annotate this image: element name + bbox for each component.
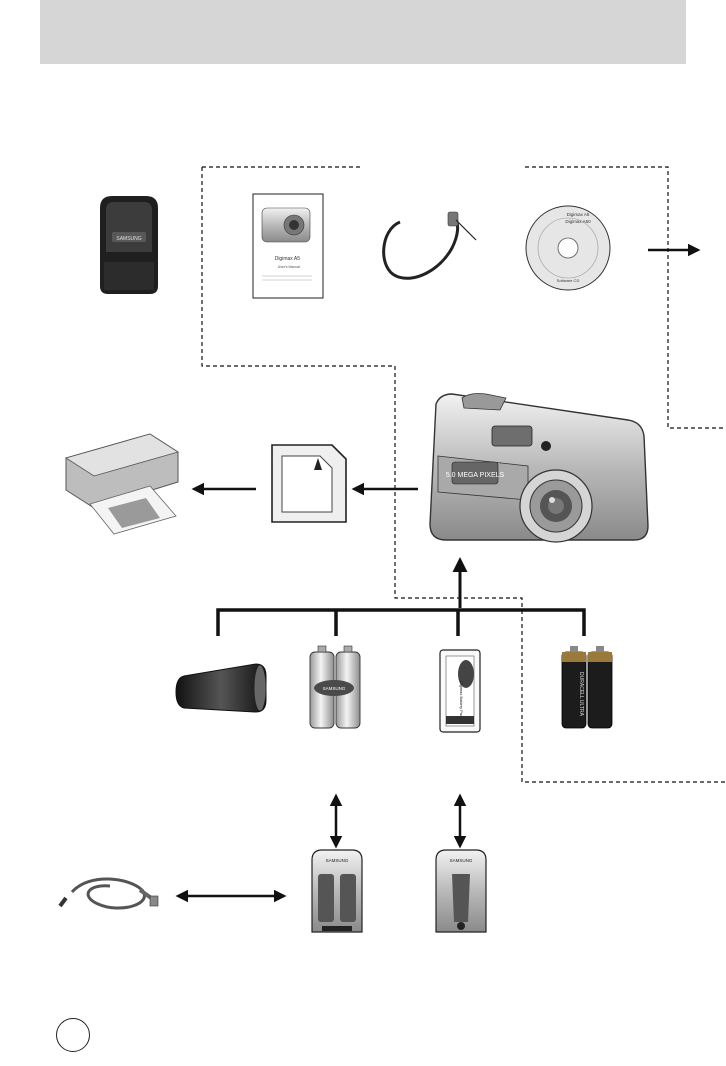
dashed-group-box-top [201, 166, 726, 783]
digital-camera: 5.0 MEGA PIXELS [429, 393, 649, 543]
user-manual: Digimax A5 User's Manual [252, 193, 324, 299]
cd-model-2: Digimax A50 [565, 219, 591, 224]
printer [65, 433, 179, 535]
battery-lithium [175, 663, 267, 713]
power-cord [58, 877, 159, 910]
duracell-label: DURACELL ULTRA [578, 672, 584, 717]
camera-case: SAMSUNG [100, 196, 158, 294]
battery-aa-silver: SAMSUNG [309, 645, 361, 729]
page-number-circle [56, 1018, 90, 1052]
header-bar [40, 0, 686, 64]
battery-pack-label: Digimax Battery Pack [459, 681, 464, 719]
cd-model-1: Digimax A5 [567, 212, 590, 217]
charger-pack: SAMSUNG [435, 849, 487, 933]
charger-2-brand: SAMSUNG [450, 858, 473, 863]
battery-duracell: DURACELL ULTRA [561, 646, 613, 729]
charger-1-brand: SAMSUNG [326, 858, 349, 863]
manual-model-label: Digimax A5 [275, 256, 301, 262]
battery-aa-brand: SAMSUNG [323, 686, 346, 691]
lens-badge: 5.0 MEGA PIXELS [446, 472, 505, 479]
cd-suffix: Software CD [557, 278, 580, 283]
battery-bracket [216, 608, 586, 636]
battery-pack: Digimax Battery Pack [439, 649, 481, 733]
memory-card [271, 444, 347, 523]
case-brand-label: SAMSUNG [116, 236, 141, 242]
manual-subtitle-label: User's Manual [278, 265, 300, 269]
camera-strap [382, 211, 477, 280]
software-cd: Digimax A5 Digimax A50 Software CD [525, 205, 611, 291]
charger-aa: SAMSUNG [311, 849, 363, 933]
